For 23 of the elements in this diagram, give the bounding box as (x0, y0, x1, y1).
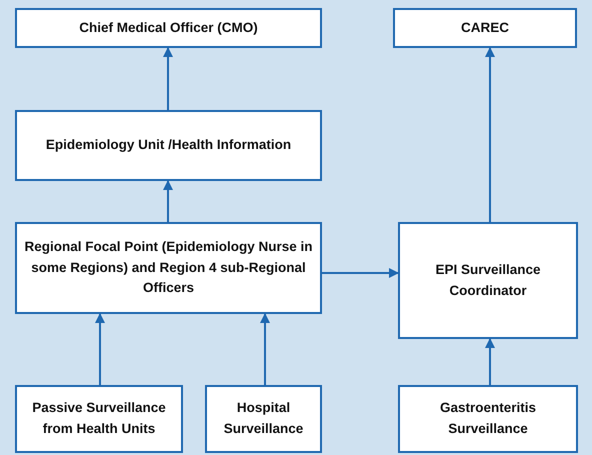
box-label: CAREC (460, 18, 510, 37)
process-box (398, 222, 578, 339)
process-box (205, 385, 322, 453)
box-label: Passive Surveillance from Health Units (31, 399, 167, 438)
arrow (163, 180, 173, 222)
box-label: Chief Medical Officer (CMO) (78, 18, 259, 37)
box-label: Epidemiology Unit /Health Information (44, 136, 292, 154)
arrow (95, 313, 105, 385)
box-label: EPI Surveillance Coordinator (434, 260, 542, 300)
process-box (398, 385, 578, 453)
arrow (260, 313, 270, 385)
box-label: Hospital Surveillance (222, 399, 304, 438)
box-label: Regional Focal Point (Epidemiology Nurse in some Regions) and Region 4 sub-Regional Officers (23, 238, 314, 298)
arrow (485, 338, 495, 385)
process-box (15, 222, 322, 314)
process-box (393, 8, 577, 48)
process-box (15, 385, 183, 453)
arrow (163, 47, 173, 110)
box-label: Gastroenteritis Surveillance (438, 399, 538, 438)
arrow (485, 47, 495, 222)
arrow (322, 268, 399, 278)
process-box (15, 110, 322, 181)
process-box (15, 8, 322, 48)
